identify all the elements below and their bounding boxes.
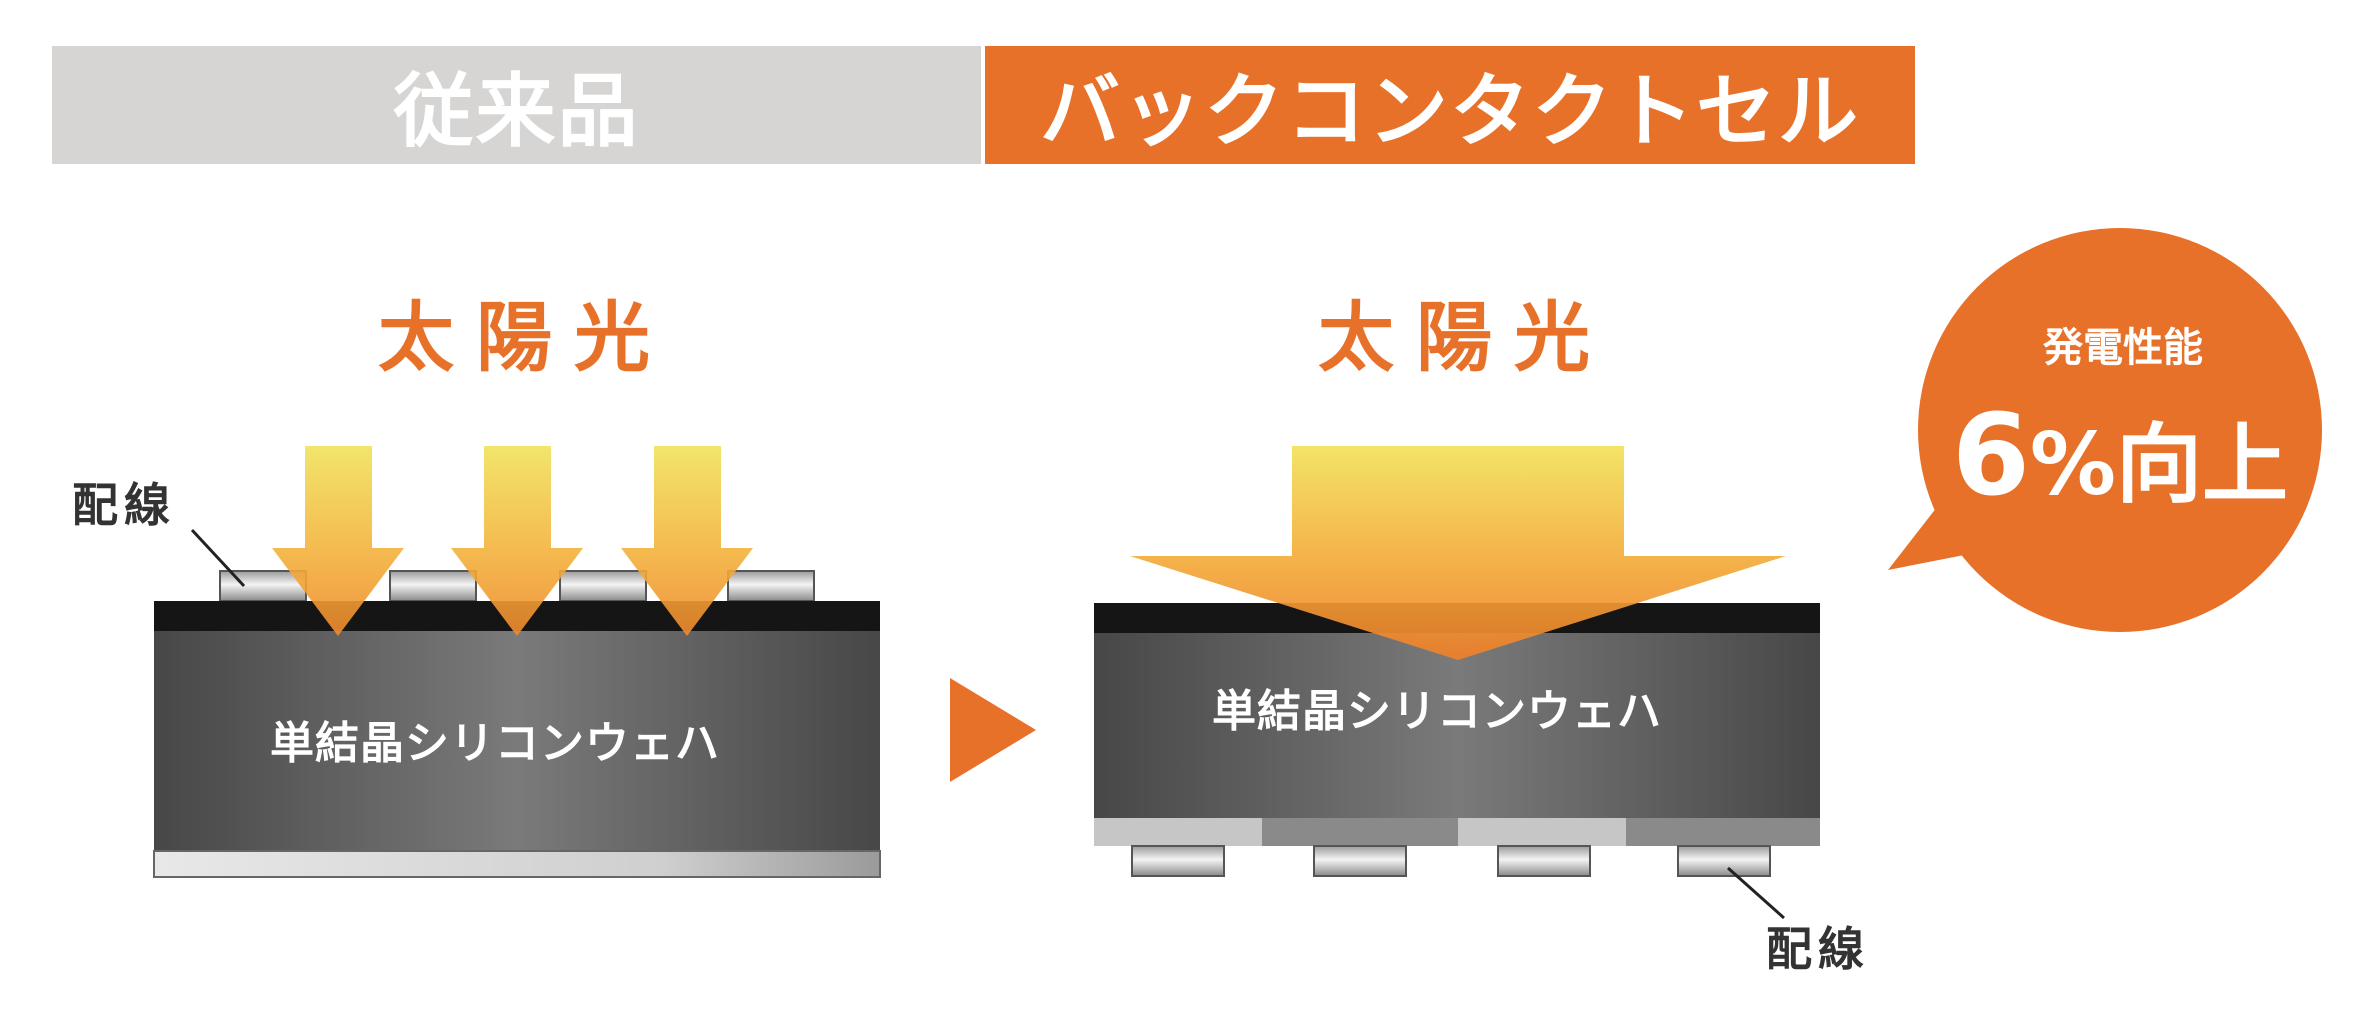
wiring-label-left: 配線: [72, 478, 176, 532]
wiring-leader-line: [1727, 866, 1785, 920]
callout-title: 発電性能: [2043, 325, 2203, 371]
back-contact-cell: [1094, 446, 1820, 920]
rear-layer-segment: [1626, 818, 1820, 846]
sunlight-arrow: [621, 446, 753, 636]
performance-callout-bubble: [1888, 228, 2322, 632]
wafer-label-left: 単結晶シリコンウェハ: [270, 718, 720, 769]
wiring-label-right: 配線: [1766, 922, 1870, 976]
silicon-wafer: [1094, 633, 1820, 818]
sunlight-arrow-large: [1130, 446, 1786, 660]
back-contact-header-label: バックコンタクトセル: [1040, 65, 1860, 158]
sunlight-arrow: [272, 446, 404, 636]
rear-layer-segment: [1094, 818, 1262, 846]
rear-layer-segment: [1262, 818, 1458, 846]
back-contact-header: バックコンタクトセル: [985, 46, 1915, 164]
rear-electrode: [153, 850, 881, 878]
callout-suffix: %向上: [2029, 415, 2289, 515]
conventional-cell: [153, 446, 881, 878]
top-contact: [727, 570, 815, 602]
sunlight-label-left: 太陽光: [378, 293, 672, 382]
sunlight-arrow: [451, 446, 583, 636]
rear-contact: [1313, 845, 1407, 877]
sunlight-label-right: 太陽光: [1318, 293, 1612, 382]
callout-value: 6%向上: [1940, 400, 2300, 512]
silicon-wafer: [154, 631, 880, 851]
top-contact: [559, 570, 647, 602]
wafer-label-right: 単結晶シリコンウェハ: [1212, 686, 1662, 737]
callout-number: 6: [1951, 391, 2030, 521]
wiring-leader-line: [190, 528, 246, 588]
rear-contact: [1497, 845, 1591, 877]
top-contact: [389, 570, 477, 602]
rear-layer-segment: [1458, 818, 1626, 846]
rear-contact: [1677, 845, 1771, 877]
transition-arrow: [950, 678, 1036, 782]
conventional-header-label: 従来品: [393, 65, 640, 158]
conventional-header: 従来品: [52, 46, 981, 164]
rear-contact: [1131, 845, 1225, 877]
